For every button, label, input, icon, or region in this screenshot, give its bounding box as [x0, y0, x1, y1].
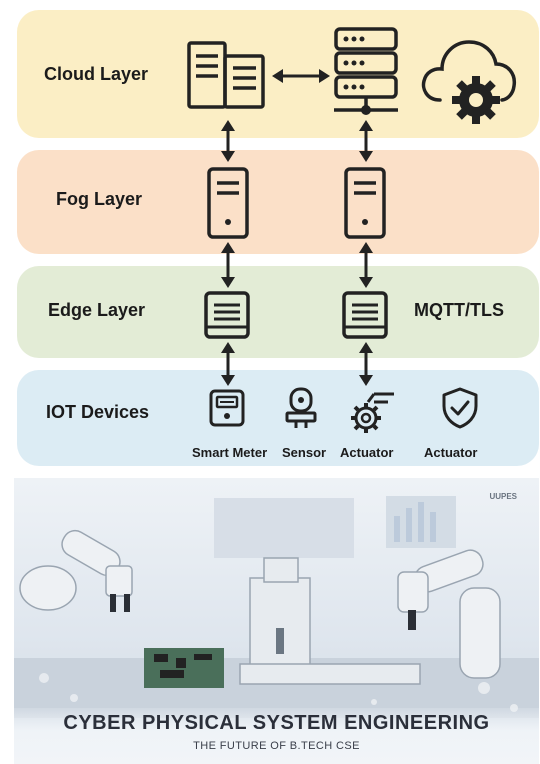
cloud-layer-label: Cloud Layer — [44, 64, 149, 84]
fog-server-right-icon — [344, 167, 386, 239]
fog-edge-arrow-right — [359, 242, 373, 288]
iot-layer-band — [17, 370, 539, 466]
edge-layer-label: Edge Layer — [48, 300, 146, 320]
database-server-icon — [334, 27, 398, 115]
edge-iot-arrow-left — [221, 342, 235, 386]
gear-actuator-icon — [351, 392, 394, 433]
sensor-icon — [285, 387, 317, 428]
fog-server-left-icon — [207, 167, 249, 239]
server-cluster-icon — [187, 41, 265, 109]
shield-check-icon — [442, 387, 478, 429]
cloud-fog-arrow-left — [221, 120, 235, 162]
banner-subtitle: THE FUTURE OF B.TECH CSE — [193, 740, 360, 752]
edge-gateway-left-icon — [204, 291, 250, 339]
device-label-smart-meter: Smart Meter — [192, 445, 268, 460]
caption-band — [14, 708, 539, 764]
fog-layer-label: Fog Layer — [56, 189, 143, 209]
iot-layer-label: IOT Devices — [46, 402, 150, 422]
cloud-horizontal-arrow — [272, 69, 330, 83]
brand-logo: UUPES — [489, 492, 517, 501]
edge-gateway-right-icon — [342, 291, 388, 339]
edge-iot-arrow-right — [359, 342, 373, 386]
fog-edge-arrow-left — [221, 242, 235, 288]
device-label-actuator-gear: Actuator — [340, 445, 394, 460]
cloud-gear-icon — [421, 40, 517, 124]
protocol-label: MQTT/TLS — [414, 300, 504, 320]
cps-engineering-banner: UUPES CYBER PHYSICAL SYSTEM ENGINEERING … — [14, 478, 539, 764]
smart-meter-icon — [209, 389, 245, 427]
fog-layer-band — [17, 150, 539, 254]
device-label-sensor: Sensor — [282, 445, 327, 460]
architecture-diagram: Cloud Layer Fog Layer Edge Layer MQTT/TL… — [17, 10, 539, 466]
edge-layer-band — [17, 266, 539, 358]
cloud-fog-arrow-right — [359, 120, 373, 162]
device-label-actuator-shield: Actuator — [424, 445, 478, 460]
banner-title: CYBER PHYSICAL SYSTEM ENGINEERING — [63, 712, 490, 734]
